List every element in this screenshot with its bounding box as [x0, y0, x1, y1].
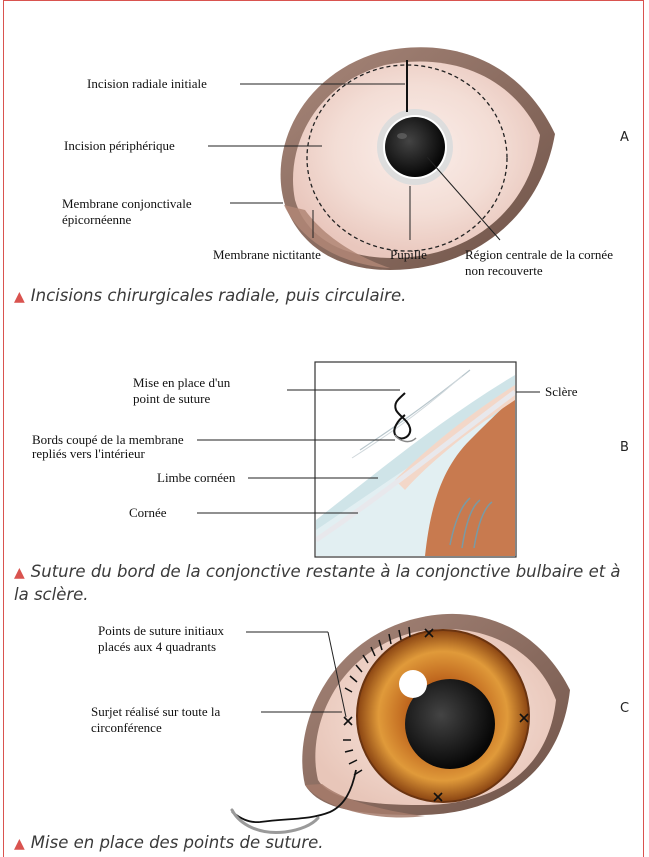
label-mise-1: Mise en place d'un	[133, 375, 230, 390]
reflection-c	[399, 670, 427, 698]
caption-b-text: Suture du bord de la conjonctive restant…	[14, 562, 621, 604]
label-points-1: Points de suture initiaux	[98, 623, 224, 638]
label-region-1: Région centrale de la cornée	[465, 247, 613, 262]
eye-a	[281, 47, 555, 270]
caption-a-text: Incisions chirurgicales radiale, puis ci…	[31, 286, 407, 305]
panel-letter-c: C	[620, 701, 629, 716]
pupil-a	[385, 117, 445, 177]
caption-a: ▲ Incisions chirurgicales radiale, puis c…	[14, 285, 634, 308]
label-bords-2: repliés vers l'intérieur	[32, 446, 145, 461]
panel-letter-a: A	[620, 130, 629, 145]
label-limbe: Limbe cornéen	[157, 470, 235, 485]
triangle-icon: ▲	[14, 289, 25, 305]
label-surjet-2: circonférence	[91, 720, 162, 735]
label-pupille: Pupille	[390, 247, 427, 262]
caption-c: ▲ Mise en place des points de suture.	[14, 832, 634, 855]
label-mise-2: point de suture	[133, 391, 210, 406]
label-membrane-conj-2: épicornéenne	[62, 212, 131, 227]
label-region-2: non recouverte	[465, 263, 543, 278]
label-bords-1: Bords coupé de la membrane	[32, 432, 184, 447]
label-membrane-conj-1: Membrane conjonctivale	[62, 196, 192, 211]
caption-c-text: Mise en place des points de suture.	[31, 833, 324, 852]
triangle-icon: ▲	[14, 836, 25, 852]
panel-letter-b: B	[620, 440, 629, 455]
label-sclere: Sclère	[545, 384, 577, 399]
inset-b	[315, 362, 516, 557]
eye-c	[232, 614, 570, 833]
label-cornee: Cornée	[129, 505, 167, 520]
caption-b: ▲Suture du bord de la conjonctive restan…	[14, 561, 634, 606]
label-surjet-1: Surjet réalisé sur toute la	[91, 704, 220, 719]
label-incision-peripherique: Incision périphérique	[64, 138, 175, 153]
triangle-icon: ▲	[14, 565, 25, 581]
label-points-2: placés aux 4 quadrants	[98, 639, 216, 654]
label-membrane-nictitante: Membrane nictitante	[213, 247, 321, 262]
label-incision-radiale: Incision radiale initiale	[87, 76, 207, 91]
